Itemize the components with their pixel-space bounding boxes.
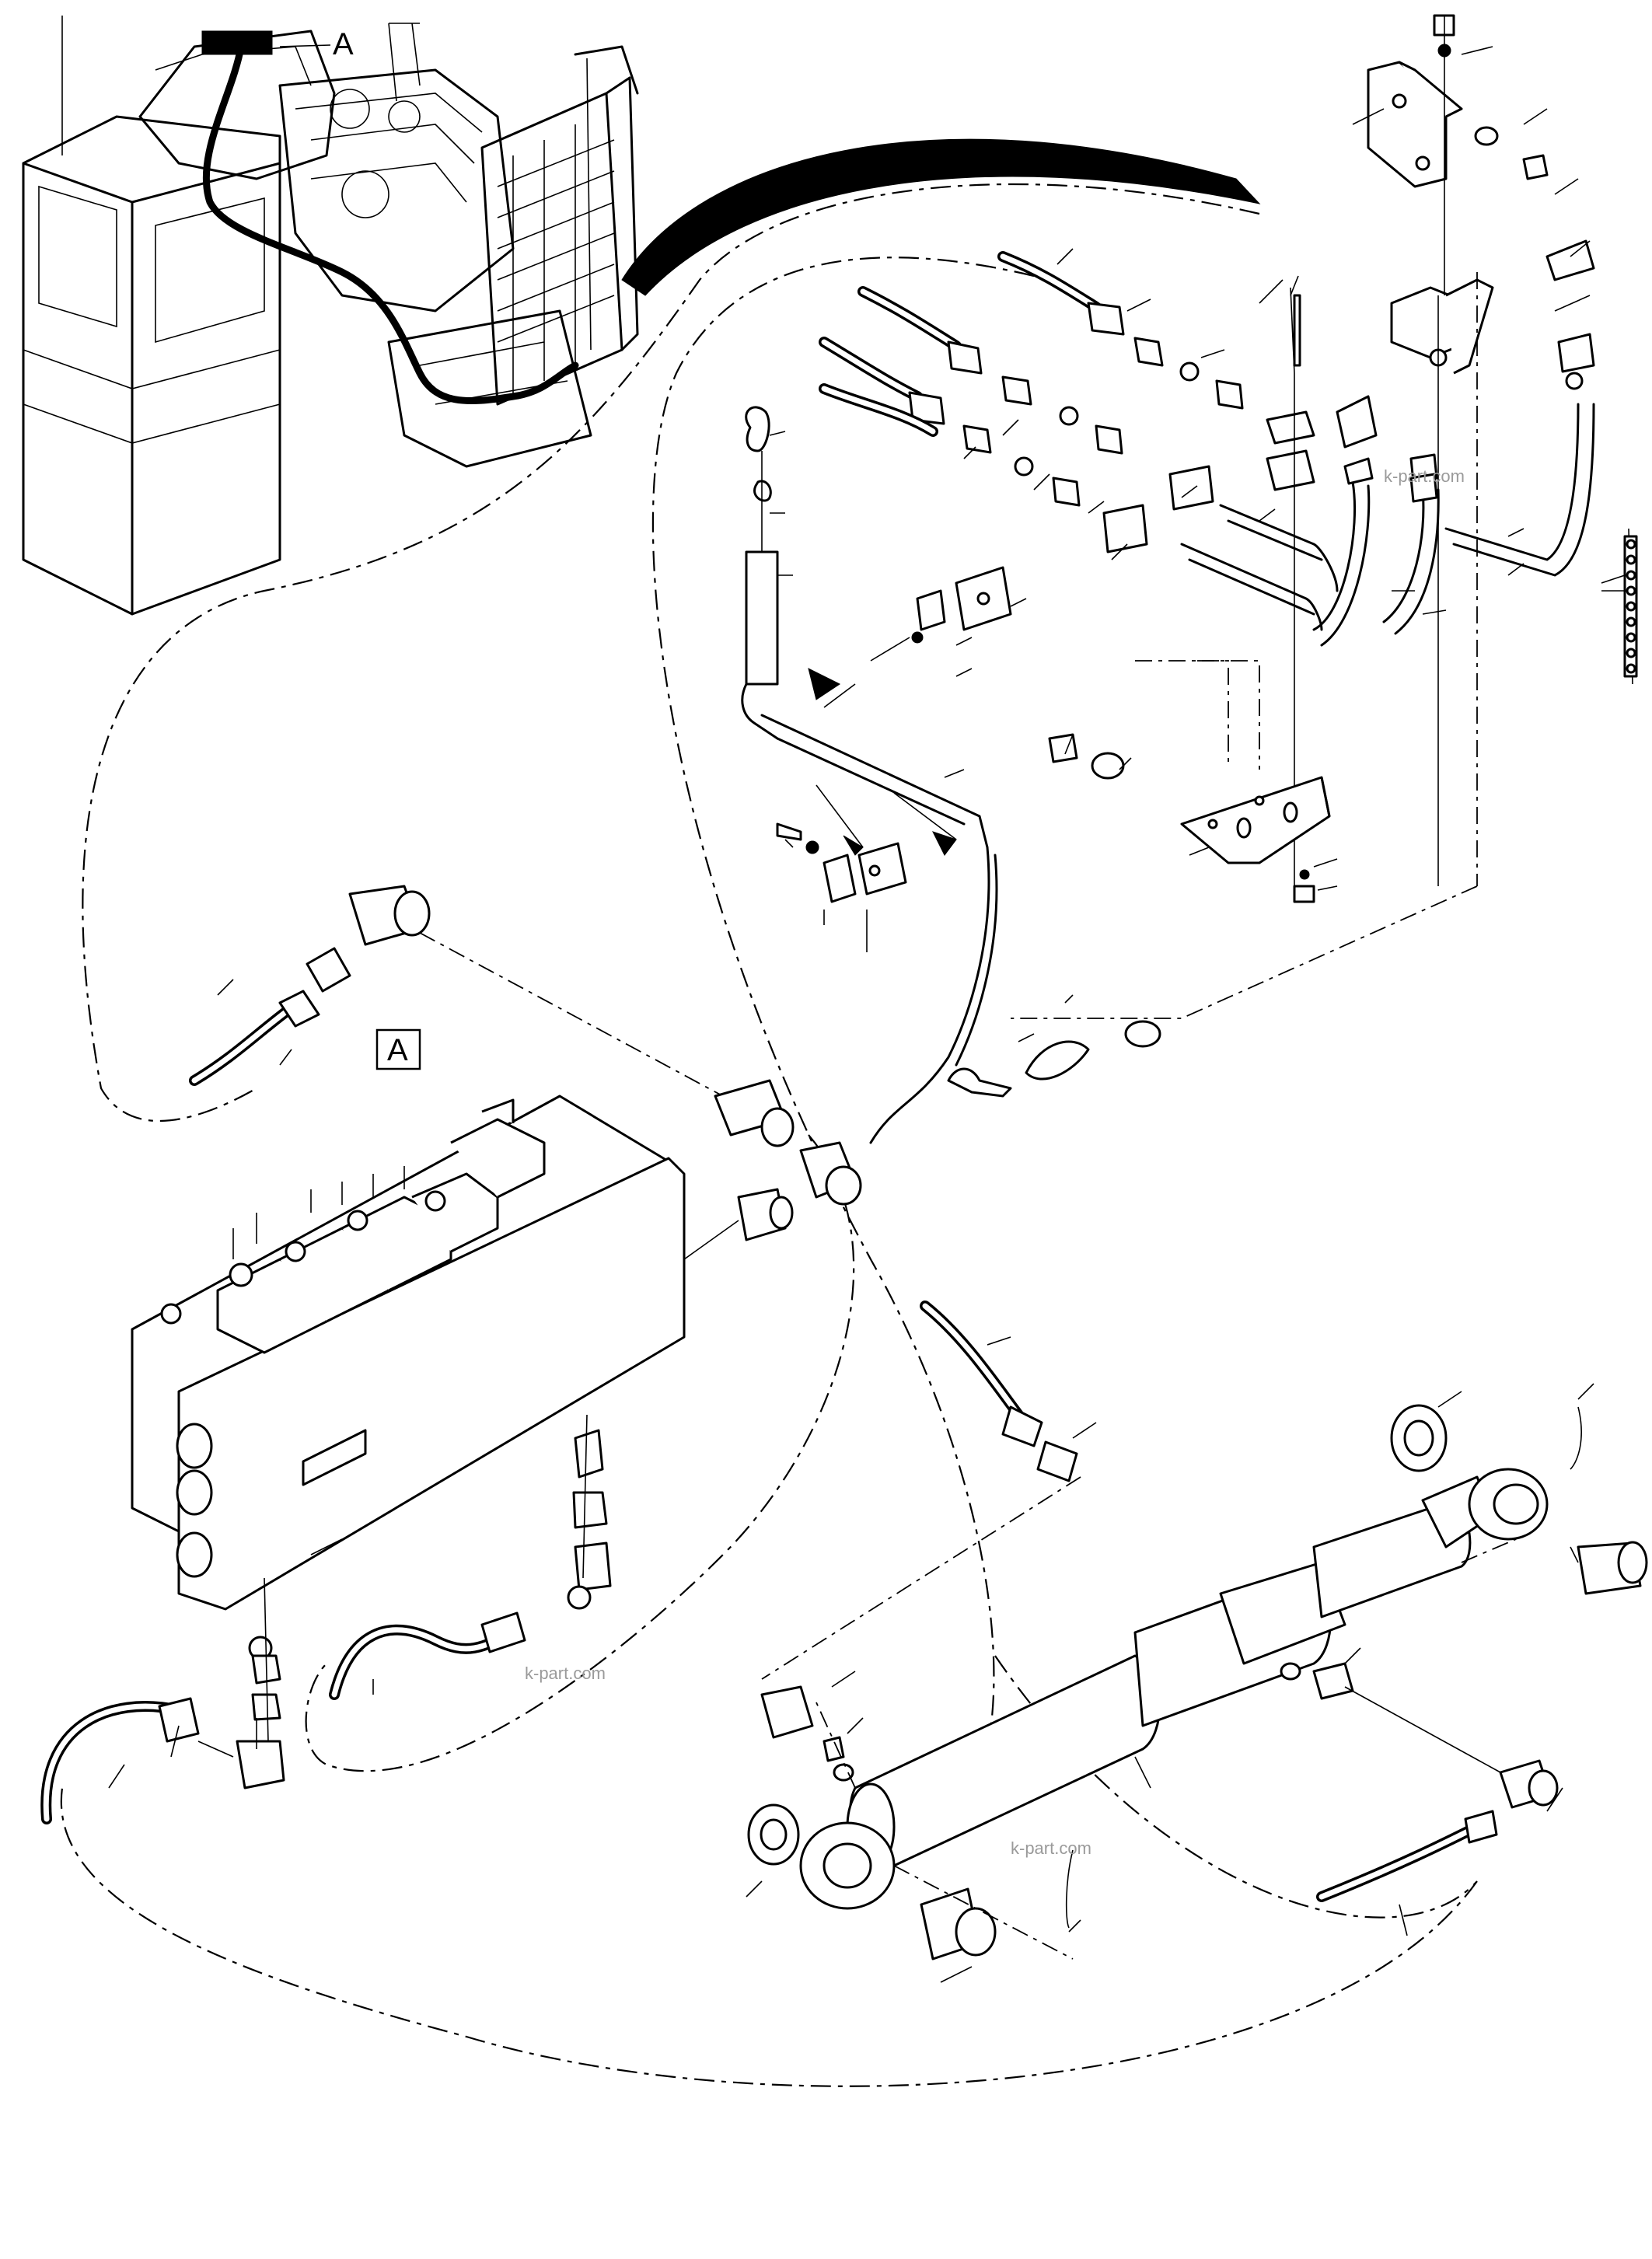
cylinder-supply-hose xyxy=(761,1301,1081,1680)
envelope-boundary xyxy=(82,183,1260,1122)
machine-overview xyxy=(22,16,639,616)
valve-block-fittings xyxy=(683,1079,862,1260)
detail-a-marker-top: A xyxy=(333,27,354,61)
callout-leaders xyxy=(108,46,1626,1983)
envelope-boundary-inner xyxy=(651,257,1035,1750)
control-valve-block xyxy=(131,1095,686,1611)
pipe-clamps-and-pipes xyxy=(1102,14,1638,894)
detail-a-box xyxy=(375,1028,421,1070)
detail-a-marker-boxed: A xyxy=(387,1033,408,1067)
lever-rod-assembly xyxy=(741,406,1331,1144)
hydraulic-cylinder xyxy=(747,1404,1648,1960)
watermark-3: k-part.com xyxy=(1011,1838,1091,1858)
hoses-upper-right xyxy=(819,251,1244,507)
hose-with-tee-fitting xyxy=(189,885,724,1097)
watermark-1: k-part.com xyxy=(1384,466,1465,486)
lower-fittings xyxy=(40,1414,612,1824)
detail-callout-arrow xyxy=(621,138,1261,296)
envelope-boundary-mid xyxy=(305,1134,855,1772)
watermark-2: k-part.com xyxy=(525,1664,606,1683)
center-line-plate xyxy=(1011,885,1478,1019)
